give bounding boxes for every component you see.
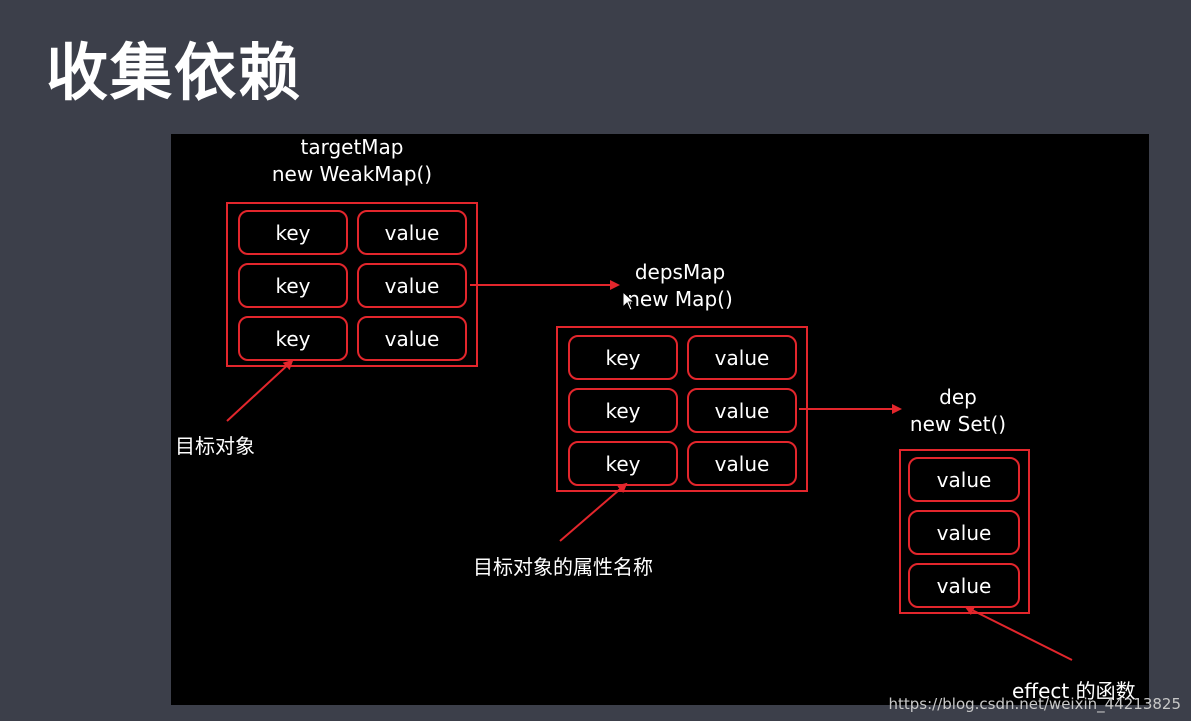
targetmap-value: value (357, 263, 467, 308)
depsmap-label: depsMap new Map() (600, 259, 760, 313)
arrow-effect-fn (964, 606, 1073, 661)
dep-value: value (908, 457, 1020, 502)
watermark: https://blog.csdn.net/weixin_44213825 (888, 695, 1181, 713)
targetmap-ctor: new WeakMap() (271, 162, 433, 186)
arrow-target-property (559, 482, 628, 542)
depsmap-ctor: new Map() (627, 287, 733, 311)
diagram-panel (171, 134, 1149, 705)
depsmap-value: value (687, 388, 797, 433)
arrow-target-object (226, 359, 294, 422)
mouse-pointer-icon (622, 291, 636, 311)
annotation-target-object: 目标对象 (175, 434, 255, 458)
depsmap-value: value (687, 441, 797, 486)
targetmap-name: targetMap (300, 135, 404, 159)
targetmap-value: value (357, 316, 467, 361)
targetmap-label: targetMap new WeakMap() (262, 134, 442, 188)
depsmap-value: value (687, 335, 797, 380)
dep-ctor: new Set() (909, 412, 1007, 436)
dep-name: dep (939, 385, 977, 409)
annotation-effect-fn: effect 的函数 (1012, 679, 1136, 703)
depsmap-key: key (568, 388, 678, 433)
dep-value: value (908, 510, 1020, 555)
targetmap-key: key (238, 210, 348, 255)
depsmap-key: key (568, 335, 678, 380)
annotation-target-property: 目标对象的属性名称 (473, 555, 653, 579)
page-title: 收集依赖 (46, 36, 303, 109)
dep-value: value (908, 563, 1020, 608)
dep-label: dep new Set() (888, 384, 1028, 438)
targetmap-key: key (238, 263, 348, 308)
targetmap-value: value (357, 210, 467, 255)
depsmap-name: depsMap (634, 260, 726, 284)
